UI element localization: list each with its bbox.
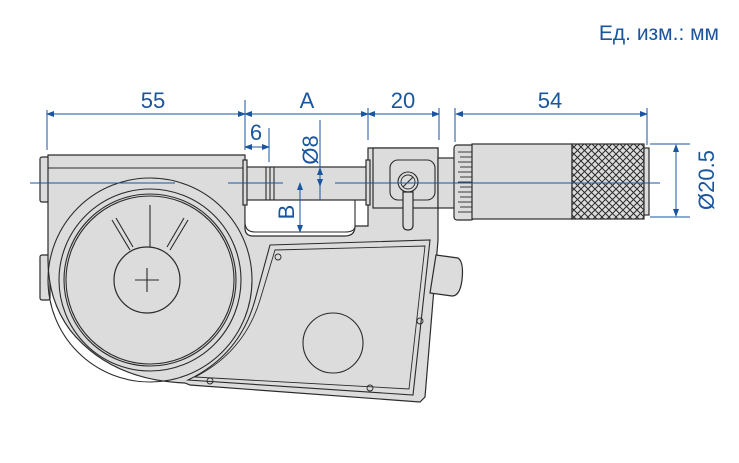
- dim-label-B: B: [274, 205, 299, 220]
- cover-plate-circle: [302, 312, 364, 374]
- tolerance-hand-right: [169, 219, 189, 251]
- ratchet-end: [643, 147, 650, 216]
- dim-label-6: 6: [250, 120, 262, 145]
- dim-label-d8: Ø8: [298, 135, 323, 164]
- tolerance-hand-left: [111, 219, 131, 251]
- side-plate: [185, 239, 431, 396]
- dial-bezel: [58, 188, 242, 372]
- dial-bezel-outer: [47, 177, 253, 383]
- dial-face: [63, 193, 237, 367]
- frame-body: [47, 147, 439, 403]
- units-label: Ед. изм.: мм: [598, 22, 719, 45]
- knurled-grip[interactable]: [571, 143, 645, 220]
- dim-label-20: 20: [391, 88, 415, 113]
- lock-lever[interactable]: [402, 191, 414, 231]
- dim-label-A: A: [300, 88, 315, 113]
- dim-label-d20-5: Ø20.5: [694, 150, 719, 210]
- side-knob[interactable]: [429, 254, 464, 297]
- dim-label-54: 54: [538, 88, 562, 113]
- dim-label-55: 55: [141, 88, 165, 113]
- thimble[interactable]: [471, 143, 573, 220]
